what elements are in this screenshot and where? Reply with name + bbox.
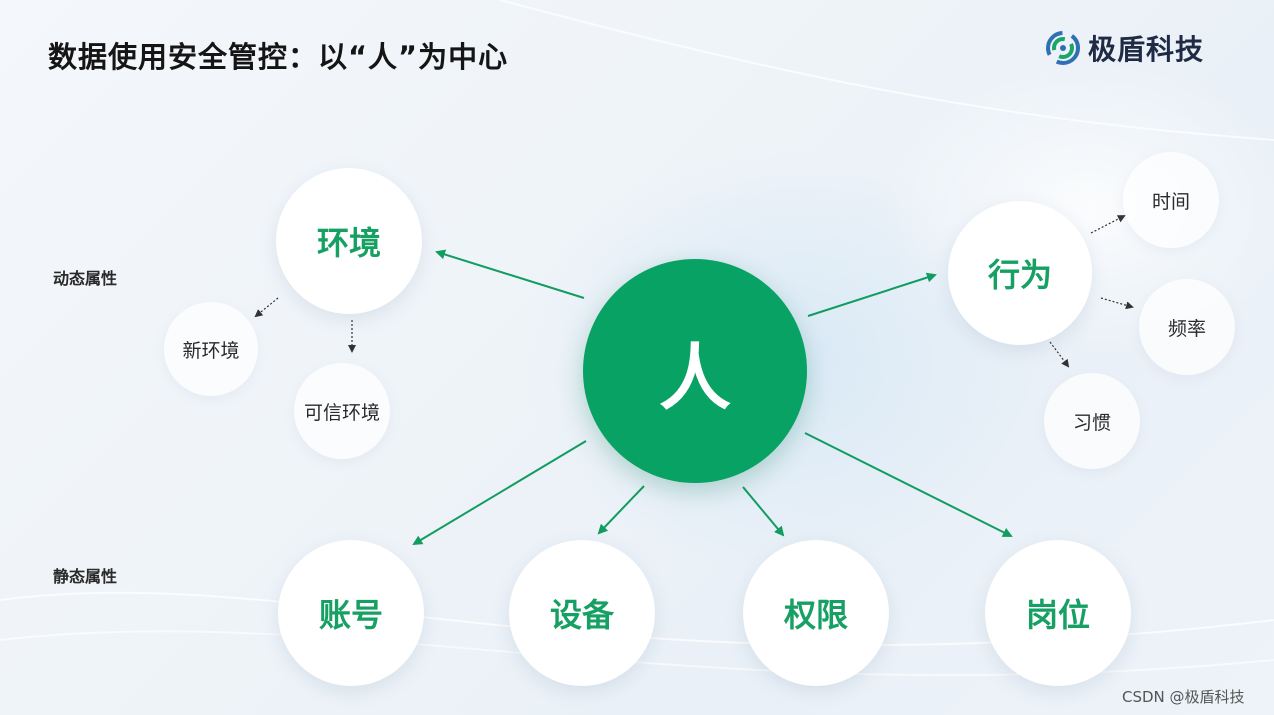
node-account-label: 账号 [318, 596, 383, 634]
dotted-arrow-habit [1049, 341, 1070, 368]
node-permission: 权限 [743, 540, 889, 686]
node-environment-label: 环境 [316, 224, 381, 262]
node-time-label: 时间 [1151, 190, 1190, 213]
center-node-person: 人 [583, 259, 807, 483]
node-environment: 环境 [276, 168, 422, 314]
arrow-to-environment [435, 249, 585, 299]
dotted-arrow-time [1090, 215, 1126, 234]
node-permission-label: 权限 [783, 596, 848, 634]
node-frequency: 频率 [1139, 279, 1235, 375]
node-trusted-environment: 可信环境 [294, 363, 390, 459]
node-new-environment: 新环境 [164, 302, 258, 396]
arrow-to-position [804, 432, 1013, 537]
arrow-to-account [412, 440, 587, 546]
page-title: 数据使用安全管控：以“人”为中心 [48, 40, 509, 74]
center-node-label: 人 [658, 335, 731, 420]
node-trusted-environment-label: 可信环境 [303, 401, 380, 424]
node-habit-label: 习惯 [1072, 411, 1111, 434]
node-device-label: 设备 [549, 596, 614, 634]
arrow-to-behavior [807, 272, 937, 317]
dotted-arrow-frequency [1100, 297, 1134, 310]
watermark: CSDN @极盾科技 [1122, 688, 1245, 706]
node-time: 时间 [1123, 152, 1219, 248]
brand-name: 极盾科技 [1088, 33, 1205, 66]
brand-logo: 极盾科技 [1046, 28, 1204, 68]
node-position: 岗位 [985, 540, 1131, 686]
node-device: 设备 [509, 540, 655, 686]
node-account: 账号 [278, 540, 424, 686]
static-attributes-label: 静态属性 [53, 567, 118, 586]
dotted-arrow-new-environment [254, 297, 279, 318]
node-behavior: 行为 [948, 201, 1092, 345]
node-frequency-label: 频率 [1167, 317, 1206, 340]
arrow-to-permission [742, 486, 785, 537]
node-behavior-label: 行为 [987, 256, 1052, 294]
node-new-environment-label: 新环境 [182, 339, 240, 362]
node-position-label: 岗位 [1025, 596, 1090, 634]
node-habit: 习惯 [1044, 373, 1140, 469]
shield-swirl-logo-icon [1046, 31, 1080, 65]
dynamic-attributes-label: 动态属性 [53, 269, 118, 288]
arrow-to-device [597, 485, 645, 535]
